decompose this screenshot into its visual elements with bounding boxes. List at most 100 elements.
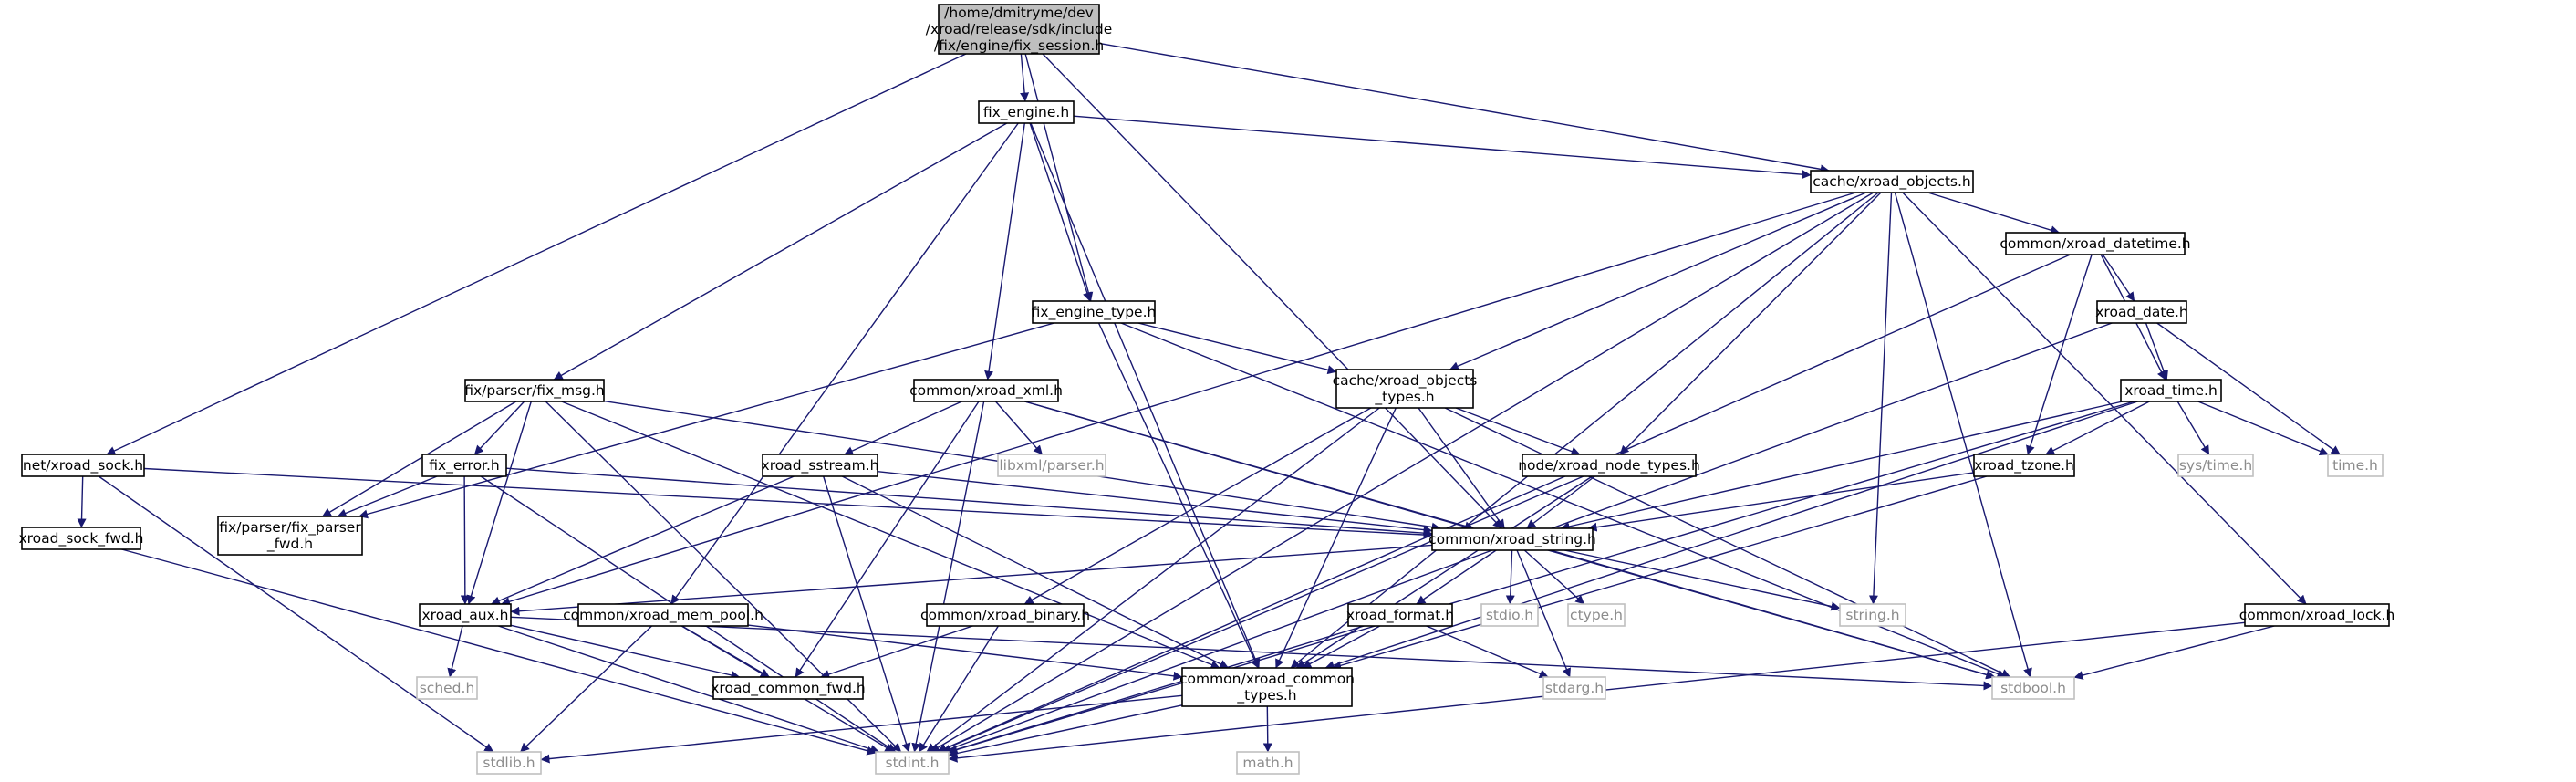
edge-fix_msg-to-xroad_aux xyxy=(466,401,532,605)
node-fix_msg[interactable]: fix/parser/fix_msg.h xyxy=(464,379,605,402)
node-label-string_h-0: string.h xyxy=(1845,607,1899,623)
node-box-root xyxy=(938,4,1100,55)
edge-cache_objects_types-to-stdbool xyxy=(1444,407,2011,678)
node-box-common_xml xyxy=(913,379,1059,402)
edge-common_lock-to-stdbool xyxy=(2073,625,2275,680)
node-label-parser_fwd-0: fix/parser/fix_parser xyxy=(219,519,361,537)
node-common_fwd[interactable]: xroad_common_fwd.h xyxy=(711,676,866,700)
edge-fix_engine-to-mem_pool xyxy=(670,122,1019,605)
edge-xroad_date-to-xroad_time xyxy=(2145,322,2168,381)
edge-common_xml-to-xroad_sstream xyxy=(844,401,962,455)
edge-fix_engine-to-fix_msg xyxy=(553,122,1008,381)
node-label-ctype-0: ctype.h xyxy=(1570,607,1623,623)
node-common_string[interactable]: common/xroad_string.h xyxy=(1428,527,1596,551)
edge-xroad_aux-to-sched xyxy=(447,625,463,678)
edge-xroad_format-to-stdarg xyxy=(1426,625,1549,678)
edge-root-to-net_sock xyxy=(106,53,967,455)
edge-common_xml-to-libxml xyxy=(994,401,1044,455)
node-common_lock[interactable]: common/xroad_lock.h xyxy=(2239,603,2395,627)
node-label-xroad_format-0: xroad_format.h xyxy=(1346,607,1454,624)
node-xroad_tzone[interactable]: xroad_tzone.h xyxy=(1973,454,2075,477)
node-box-common_fwd xyxy=(712,676,864,700)
node-box-stdarg xyxy=(1542,676,1606,700)
node-label-parser_fwd-1: _fwd.h xyxy=(266,536,313,553)
node-cache_objects_types[interactable]: cache/xroad_objects_types.h xyxy=(1333,369,1478,409)
node-label-xroad_date-0: xroad_date.h xyxy=(2095,304,2187,321)
edge-cache_objects-to-stdbool xyxy=(1894,192,2032,678)
edge-common_types-to-stdlib xyxy=(540,694,1183,764)
node-box-fix_error xyxy=(421,454,507,477)
edge-root-to-common_string xyxy=(1042,53,1502,529)
node-box-xroad_format xyxy=(1347,603,1453,627)
node-xroad_date[interactable]: xroad_date.h xyxy=(2095,300,2188,324)
edge-fix_engine_type-to-common_types xyxy=(1097,322,1259,669)
edge-xroad_format-to-stdint xyxy=(948,625,1365,755)
node-xroad_format[interactable]: xroad_format.h xyxy=(1346,603,1454,627)
node-label-stdarg-0: stdarg.h xyxy=(1545,680,1604,696)
node-fix_engine_type[interactable]: fix_engine_type.h xyxy=(1032,300,1157,324)
edge-xroad_tzone-to-common_types xyxy=(1332,475,1988,671)
node-box-xroad_time xyxy=(2120,379,2222,402)
node-common_datetime[interactable]: common/xroad_datetime.h xyxy=(2000,232,2191,255)
node-stdbool: stdbool.h xyxy=(1991,676,2075,700)
edge-common_string-to-xroad_aux xyxy=(510,544,1433,616)
edge-xroad_tzone-to-common_string xyxy=(1587,472,1975,532)
node-parser_fwd[interactable]: fix/parser/fix_parser_fwd.h xyxy=(217,516,363,556)
node-label-xroad_time-0: xroad_time.h xyxy=(2124,382,2218,400)
node-node_types[interactable]: node/xroad_node_types.h xyxy=(1518,454,1700,477)
edge-fix_engine-to-cache_objects xyxy=(1073,115,1812,180)
node-sys_time: sys/time.h xyxy=(2177,454,2254,477)
node-box-node_types xyxy=(1522,454,1697,477)
node-box-sock_fwd xyxy=(21,527,141,550)
edge-xroad_sstream-to-stdint xyxy=(823,475,911,753)
node-time_h: time.h xyxy=(2327,454,2384,477)
node-label-xroad_tzone-0: xroad_tzone.h xyxy=(1974,457,2074,474)
edge-common_types-to-math xyxy=(1262,705,1272,753)
node-label-fix_engine-0: fix_engine.h xyxy=(983,104,1069,121)
edge-common_binary-to-common_fwd xyxy=(820,625,973,679)
node-box-fix_engine_type xyxy=(1032,300,1156,324)
edge-cache_objects-to-cache_objects_types xyxy=(1449,192,1867,370)
node-box-stdbool xyxy=(1991,676,2075,700)
node-label-common_types-0: common/xroad_common xyxy=(1179,671,1355,688)
edge-cache_objects-to-common_types xyxy=(1290,192,1879,669)
node-box-cache_objects_types xyxy=(1335,369,1474,409)
node-box-cache_objects xyxy=(1810,170,1974,193)
edge-cache_objects-to-node_types xyxy=(1619,192,1882,455)
node-root[interactable]: /home/dmitryme/dev/xroad/release/sdk/inc… xyxy=(926,4,1112,55)
node-common_xml[interactable]: common/xroad_xml.h xyxy=(909,379,1063,402)
node-cache_objects[interactable]: cache/xroad_objects.h xyxy=(1810,170,1974,193)
edge-common_datetime-to-stdint xyxy=(936,254,2071,753)
node-sock_fwd[interactable]: xroad_sock_fwd.h xyxy=(18,527,144,550)
node-box-xroad_aux xyxy=(419,603,512,627)
node-fix_engine[interactable]: fix_engine.h xyxy=(978,100,1075,124)
node-box-parser_fwd xyxy=(217,516,363,556)
edge-xroad_time-to-time_h xyxy=(2197,401,2329,456)
node-xroad_time[interactable]: xroad_time.h xyxy=(2120,379,2222,402)
node-box-stdio xyxy=(1480,603,1539,627)
edge-xroad_sstream-to-common_string xyxy=(877,471,1433,535)
node-common_types[interactable]: common/xroad_common_types.h xyxy=(1179,667,1355,707)
node-label-stdio-0: stdio.h xyxy=(1486,607,1533,623)
node-label-common_binary-0: common/xroad_binary.h xyxy=(920,607,1090,624)
node-box-common_types xyxy=(1181,667,1353,707)
edge-cache_objects-to-common_lock xyxy=(1902,192,2307,605)
node-label-node_types-0: node/xroad_node_types.h xyxy=(1518,457,1700,474)
edge-common_xml-to-stdint xyxy=(911,401,985,753)
edge-fix_msg-to-parser_fwd xyxy=(321,401,517,517)
node-label-cache_objects-0: cache/xroad_objects.h xyxy=(1813,173,1971,191)
node-net_sock[interactable]: net/xroad_sock.h xyxy=(21,454,145,477)
edge-common_xml-to-common_fwd xyxy=(795,401,980,678)
node-box-stdint xyxy=(875,751,950,775)
node-mem_pool[interactable]: common/xroad_mem_pool.h xyxy=(563,603,763,627)
node-box-time_h xyxy=(2327,454,2384,477)
node-common_binary[interactable]: common/xroad_binary.h xyxy=(920,603,1090,627)
node-label-cache_objects_types-1: _types.h xyxy=(1374,389,1434,406)
edge-xroad_time-to-common_string xyxy=(1560,401,2123,531)
edge-mem_pool-to-common_types xyxy=(747,624,1183,681)
edge-sock_fwd-to-stdint xyxy=(121,548,877,756)
node-xroad_aux[interactable]: xroad_aux.h xyxy=(419,603,512,627)
node-xroad_sstream[interactable]: xroad_sstream.h xyxy=(762,454,879,477)
edge-fix_msg-to-fix_error xyxy=(473,401,525,455)
node-fix_error[interactable]: fix_error.h xyxy=(421,454,507,477)
